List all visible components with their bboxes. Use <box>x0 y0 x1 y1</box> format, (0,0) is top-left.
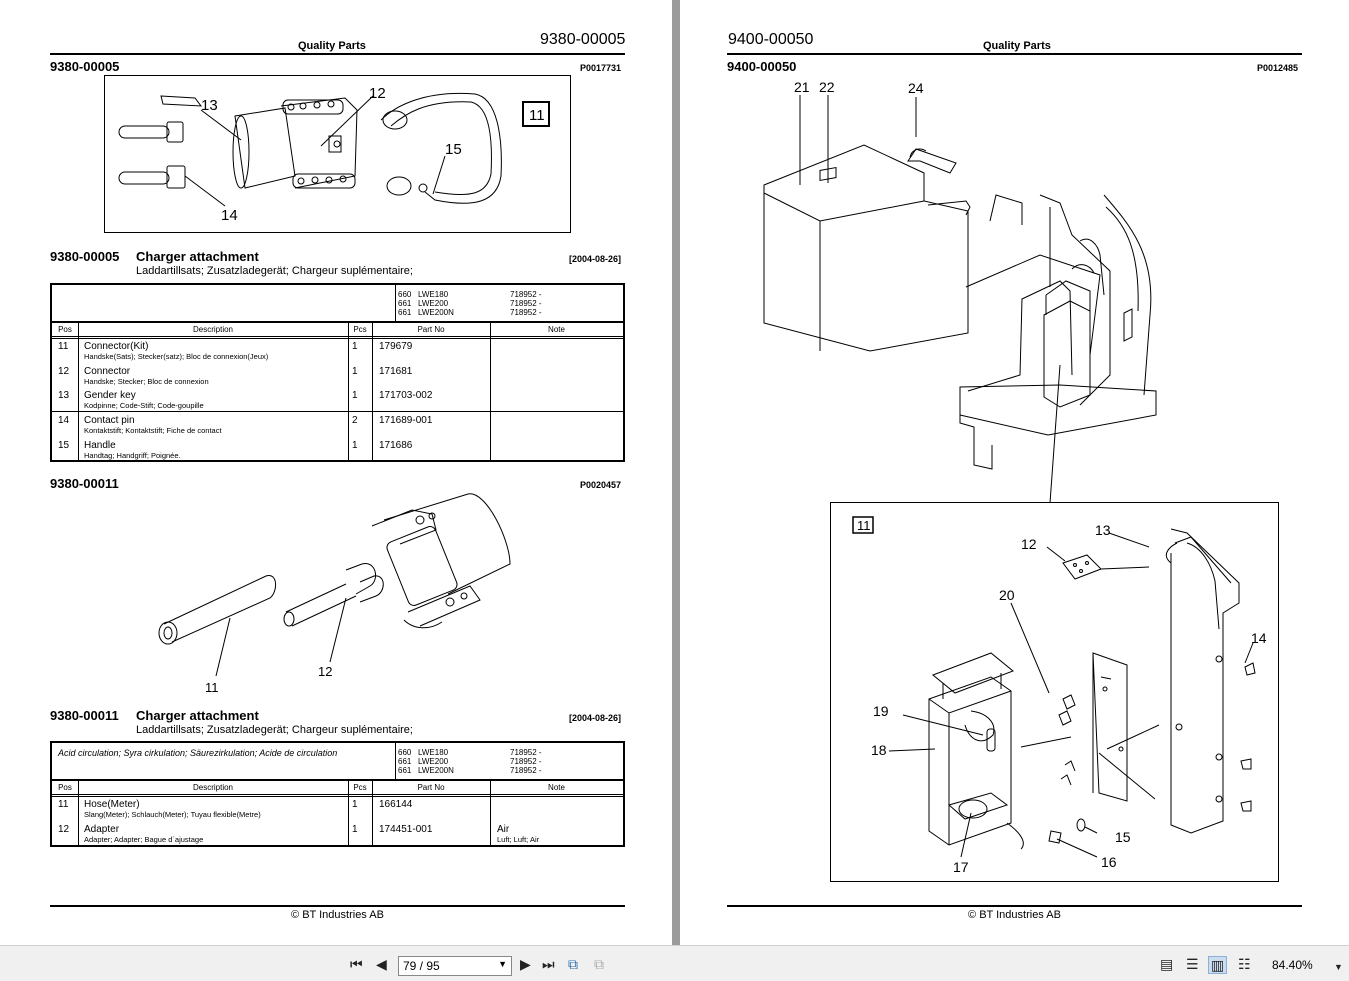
detail-box: 13 12 20 14 19 18 15 16 17 11 <box>830 502 1279 882</box>
header-center: Quality Parts <box>298 40 366 52</box>
picture-code: P0012485 <box>1257 63 1299 73</box>
group-subtitle: Laddartillsats; Zusatzladegerät; Chargeu… <box>136 265 413 277</box>
right-page: 9400-00050 Quality Parts 9400-00050 P001… <box>680 0 1349 945</box>
section-number: 9400-00050 <box>727 59 797 74</box>
zoom-level[interactable]: 84.40% <box>1272 958 1313 972</box>
callout-21: 21 <box>794 79 810 95</box>
prev-page-icon[interactable]: ◀ <box>376 956 387 972</box>
group-date: [2004-08-26] <box>569 254 622 264</box>
header-rule <box>50 53 625 55</box>
copy-page-icon[interactable]: ⧉ <box>594 956 604 972</box>
callout-20: 20 <box>999 587 1015 603</box>
battery-compartment-drawing: 21 22 24 <box>763 79 1157 504</box>
figure-connector: 13 12 15 14 11 <box>104 75 571 233</box>
charger-cabinet-detail-drawing: 13 12 20 14 19 18 15 16 17 11 <box>852 516 1267 875</box>
group-subtitle-2: Laddartillsats; Zusatzladegerät; Chargeu… <box>136 724 413 736</box>
callout-14: 14 <box>1251 630 1267 646</box>
connector-drawing: 13 12 15 14 11 <box>118 85 550 224</box>
continuous-view-icon[interactable]: ☰ <box>1186 956 1199 972</box>
picture-code-2: P0020457 <box>580 480 622 490</box>
parts-table-2: Acid circulation; Syra cirkulation; Säur… <box>50 741 625 847</box>
hose-adapter-drawing: 11 12 <box>158 493 511 695</box>
callout-13: 13 <box>201 97 218 114</box>
group-date-2: [2004-08-26] <box>569 713 622 723</box>
callout-15: 15 <box>1115 829 1131 845</box>
two-page-view-icon[interactable]: ▥ <box>1208 956 1228 974</box>
callout-17: 17 <box>953 859 969 875</box>
footer-rule <box>50 905 625 907</box>
picture-code: P0017731 <box>580 63 622 73</box>
callout-12: 12 <box>318 664 332 679</box>
page-number-select[interactable]: 79 / 95▼ <box>398 956 512 976</box>
first-page-icon[interactable]: ⏮ <box>350 956 363 972</box>
callout-19: 19 <box>873 703 889 719</box>
zoom-dropdown-icon[interactable]: ▼ <box>1334 962 1343 972</box>
callout-12: 12 <box>1021 536 1037 552</box>
callout-12: 12 <box>369 85 386 102</box>
callout-16: 16 <box>1101 854 1117 870</box>
footer-copyright: © BT Industries AB <box>968 909 1061 921</box>
callout-13: 13 <box>1095 522 1111 538</box>
group-title-2: Charger attachment <box>136 708 259 723</box>
header-rule <box>727 53 1302 55</box>
rotate-page-icon[interactable]: ⧉ <box>568 956 578 972</box>
header-center: Quality Parts <box>983 40 1051 52</box>
section-number-2: 9380-00011 <box>50 476 119 491</box>
section-number: 9380-00005 <box>50 59 120 74</box>
next-page-icon[interactable]: ▶ <box>520 956 531 972</box>
callout-11-boxed: 11 <box>529 107 545 124</box>
viewer-toolbar: ⏮ ◀ 79 / 95▼ ▶ ⏭ ⧉ ⧉ ▤ ☰ ▥ ☷ 84.40% ▼ <box>0 945 1349 981</box>
left-page: Quality Parts 9380-00005 9380-00005 P001… <box>0 0 672 945</box>
group-number-2: 9380-00011 <box>50 708 119 723</box>
chevron-down-icon[interactable]: ▼ <box>498 959 507 969</box>
single-page-view-icon[interactable]: ▤ <box>1160 956 1174 972</box>
header-number: 9380-00005 <box>540 31 626 48</box>
callout-24: 24 <box>908 80 924 96</box>
footer-copyright: © BT Industries AB <box>291 909 384 921</box>
callout-11-boxed: 11 <box>857 518 871 533</box>
group-note: Acid circulation; Syra cirkulation; Säur… <box>58 748 338 758</box>
last-page-icon[interactable]: ⏭ <box>542 956 555 972</box>
header-number: 9400-00050 <box>728 31 814 48</box>
callout-22: 22 <box>819 79 835 95</box>
footer-rule <box>727 905 1302 907</box>
callout-11: 11 <box>205 680 219 695</box>
group-number: 9380-00005 <box>50 249 120 264</box>
group-title: Charger attachment <box>136 249 259 264</box>
callout-14: 14 <box>221 207 238 224</box>
callout-15: 15 <box>445 141 462 158</box>
two-page-continuous-icon[interactable]: ☷ <box>1238 956 1251 972</box>
callout-18: 18 <box>871 742 887 758</box>
